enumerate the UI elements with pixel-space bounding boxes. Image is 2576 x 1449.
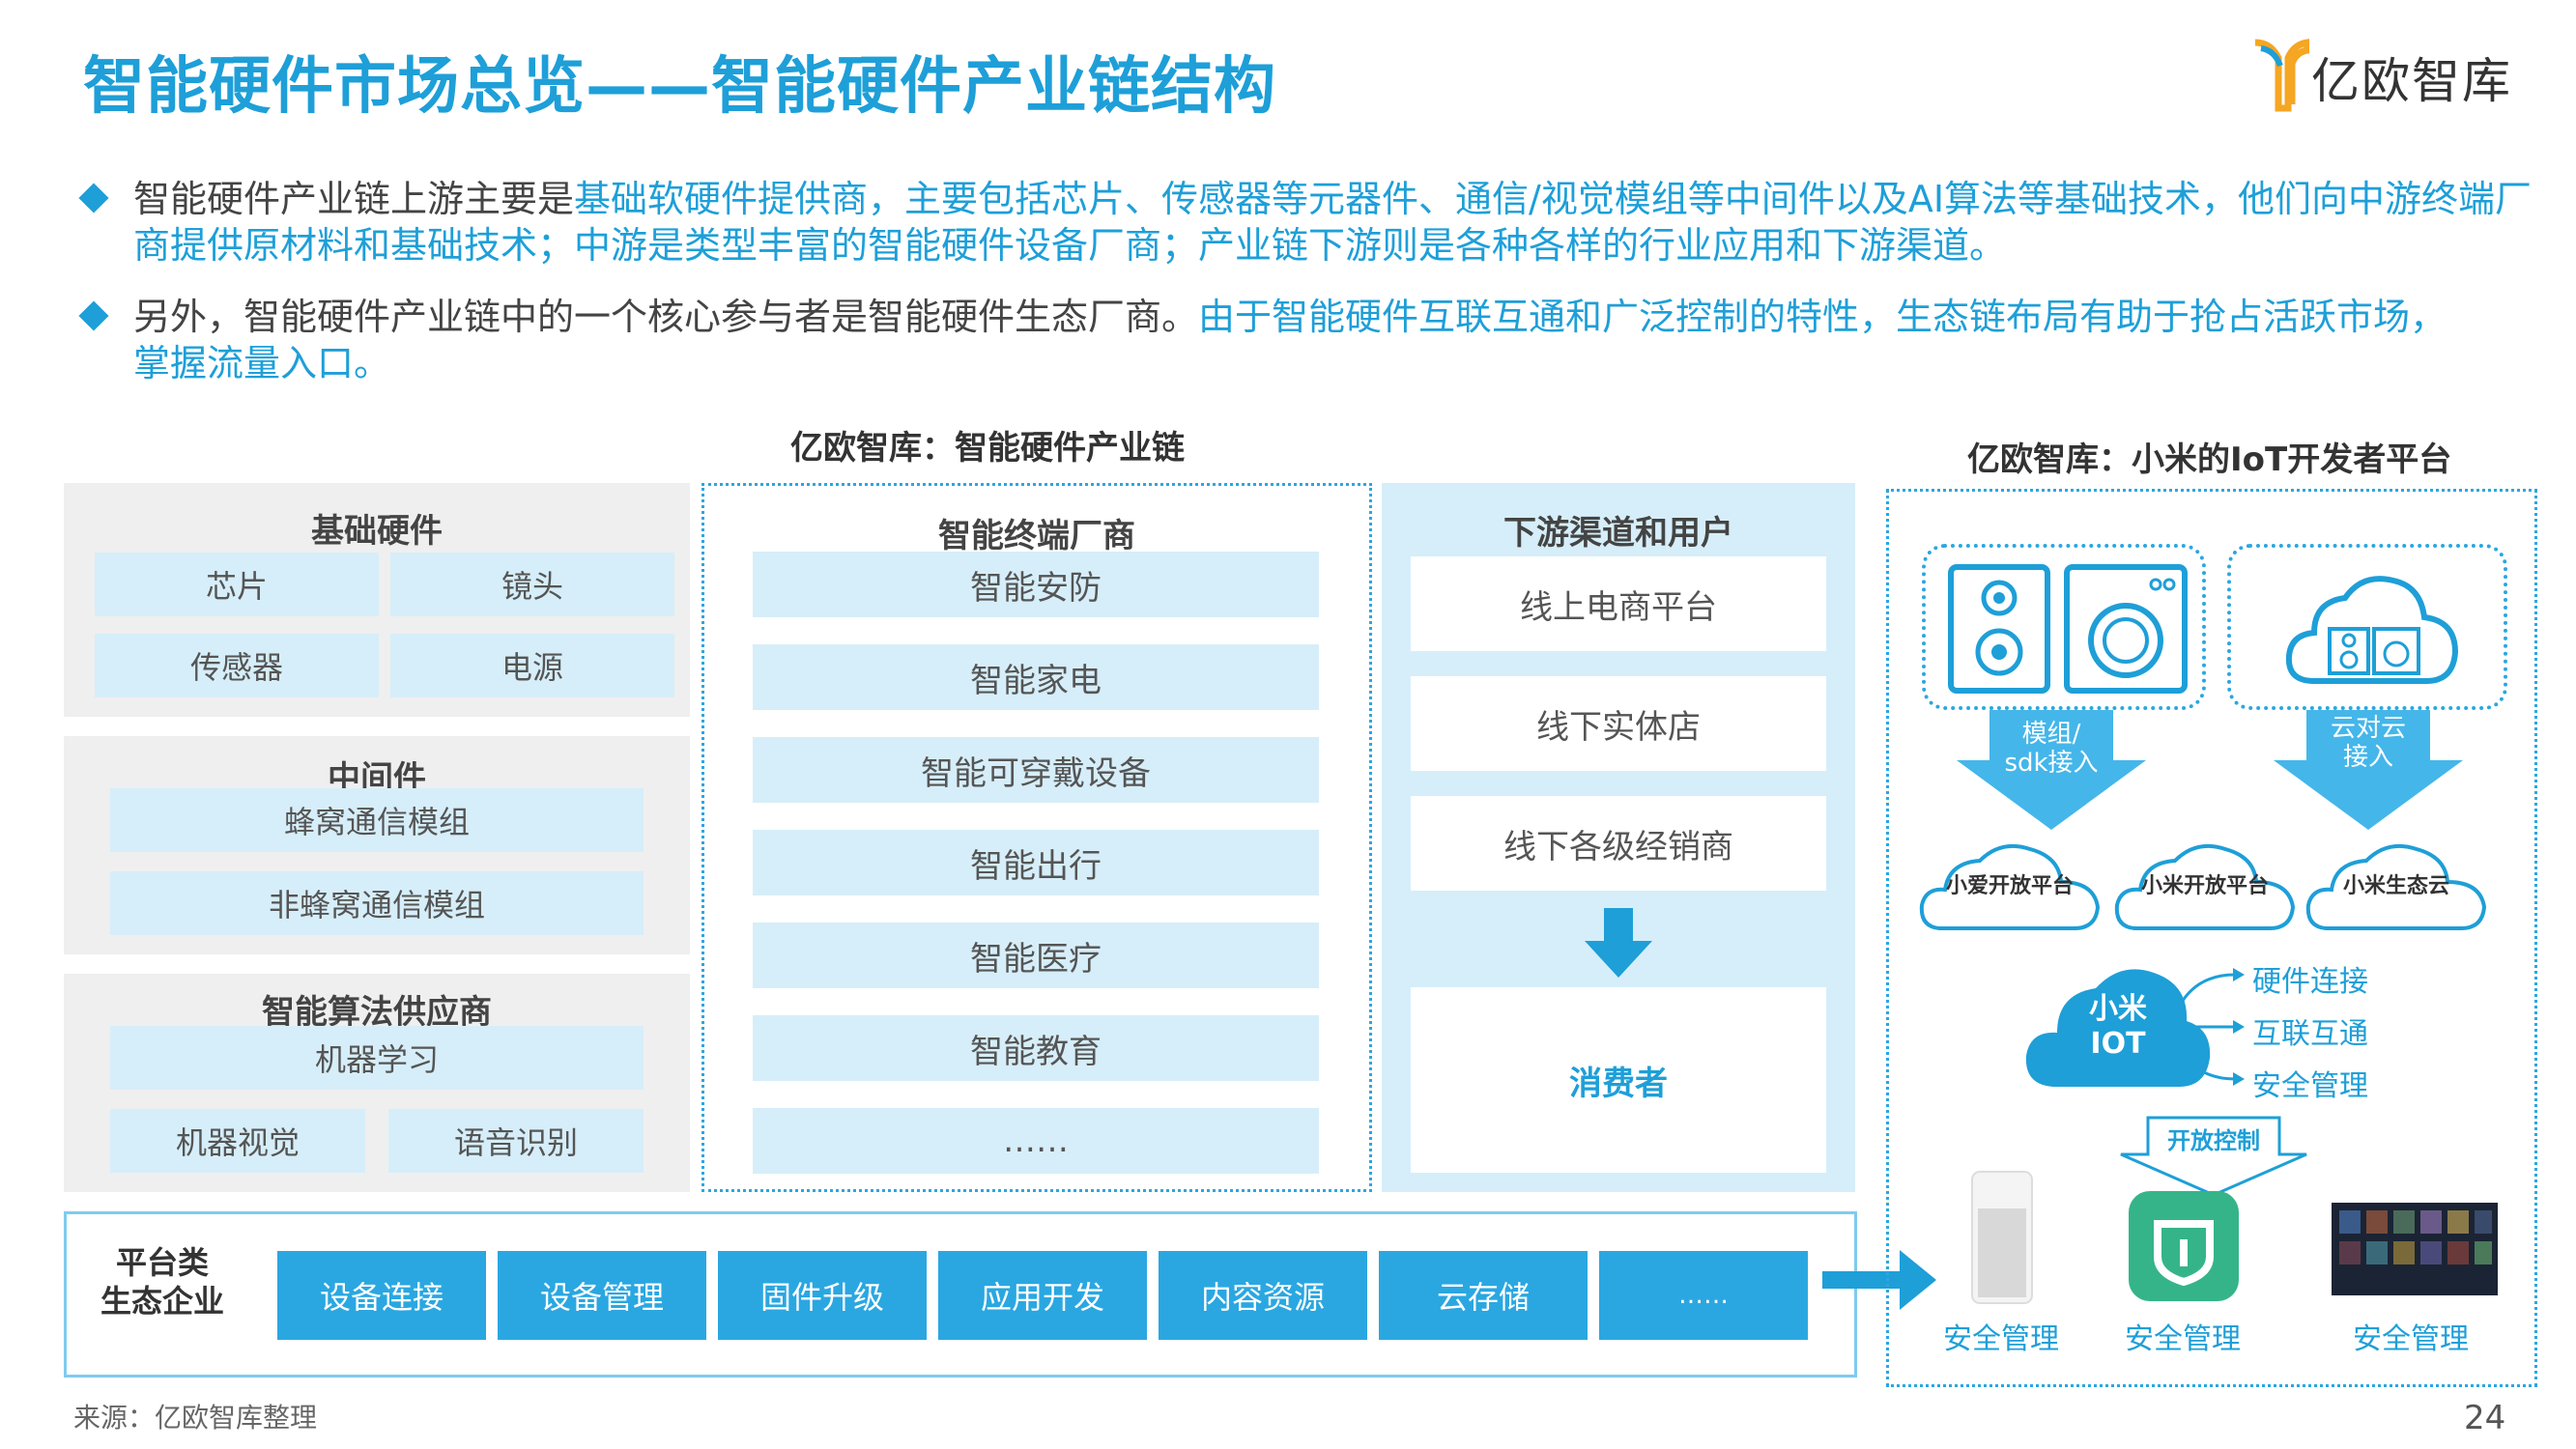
- midstream-panel: 智能终端厂商 智能安防 智能家电 智能可穿戴设备 智能出行 智能医疗 智能教育 …: [701, 483, 1372, 1192]
- module-access-label-2: sdk接入: [2004, 749, 2098, 778]
- item-speech-recognition: 语音识别: [388, 1109, 644, 1173]
- cloud-group-box: [2227, 544, 2507, 710]
- platform-panel: 平台类 生态企业 设备连接 设备管理 固件升级 应用开发 内容资源 云存储 ……: [64, 1211, 1857, 1378]
- capability-interconnect: 互联互通: [2252, 1009, 2368, 1052]
- channel-online: 线上电商平台: [1411, 556, 1826, 651]
- platform-label-line2: 生态企业: [100, 1283, 224, 1320]
- platform-firmware-upgrade: 固件升级: [718, 1251, 927, 1340]
- platform-device-connection: 设备连接: [277, 1251, 486, 1340]
- module-access-label: 模组/ sdk接入: [1957, 720, 2146, 778]
- item-chip: 芯片: [95, 553, 379, 616]
- mi-eco-cloud: 小米生态云: [2304, 868, 2488, 899]
- channel-distributor: 线下各级经销商: [1411, 796, 1826, 891]
- smart-tv-icon: [2330, 1201, 2500, 1297]
- bullet-2-text-b: 由于智能硬件互联互通和广泛控制的特性，生态链布局有助于抢占活跃市场，: [1198, 296, 2447, 338]
- cloud-access-label: 云对云 接入: [2274, 714, 2463, 772]
- platform-device-management: 设备管理: [498, 1251, 706, 1340]
- item-power: 电源: [390, 634, 674, 697]
- logo: 亿欧智库: [2251, 37, 2541, 116]
- device-speaker-caption: 安全管理: [1924, 1315, 2078, 1357]
- page-title: 智能硬件市场总览——智能硬件产业链结构: [83, 37, 1276, 126]
- open-control-label: 开放控制: [2117, 1122, 2310, 1155]
- mid-item-medical: 智能医疗: [753, 923, 1319, 988]
- device-tv-caption: 安全管理: [2333, 1315, 2488, 1357]
- consumer-box: 消费者: [1411, 987, 1826, 1173]
- algorithm-panel: 智能算法供应商 机器学习 机器视觉 语音识别: [64, 974, 690, 1192]
- middleware-panel: 中间件 蜂窝通信模组 非蜂窝通信模组: [64, 736, 690, 954]
- platform-more: ……: [1599, 1251, 1808, 1340]
- mid-item-education: 智能教育: [753, 1015, 1319, 1081]
- bullet-1: 智能硬件产业链上游主要是基础软硬件提供商，主要包括芯片、传感器等元器件、通信/视…: [83, 176, 2537, 269]
- mid-item-security: 智能安防: [753, 552, 1319, 617]
- channel-offline-store: 线下实体店: [1411, 676, 1826, 771]
- platform-cloud-storage: 云存储: [1379, 1251, 1588, 1340]
- bullet-2-text-a: 另外，智能硬件产业链中的一个核心参与者是智能硬件生态厂商。: [133, 296, 1198, 338]
- module-access-label-1: 模组/: [2022, 720, 2081, 749]
- xiaomi-iot-line2: IOT: [2090, 1027, 2145, 1061]
- speaker-washer-icon: [1947, 563, 2189, 695]
- xiaomi-title: 亿欧智库：小米的IoT开发者平台: [1967, 433, 2451, 480]
- cloud-access-label-1: 云对云: [2331, 714, 2406, 743]
- source-note: 来源：亿欧智库整理: [73, 1397, 317, 1435]
- mid-item-wearable: 智能可穿戴设备: [753, 737, 1319, 803]
- platform-label: 平台类 生态企业: [90, 1243, 235, 1321]
- logo-text: 亿欧智库: [2311, 43, 2512, 112]
- bullet-2-text-c: 掌握流量入口。: [133, 342, 390, 384]
- midstream-title: 智能终端厂商: [704, 509, 1369, 556]
- item-sensor: 传感器: [95, 634, 379, 697]
- bullet-1-text-a: 智能硬件产业链上游主要是: [133, 178, 574, 220]
- capability-hw-connect: 硬件连接: [2252, 957, 2368, 1000]
- xiaoai-platform: 小爱开放平台: [1918, 868, 2102, 899]
- chain-title: 亿欧智库：智能硬件产业链: [790, 421, 1185, 469]
- item-noncellular-module: 非蜂窝通信模组: [110, 871, 644, 935]
- cloud-devices-icon: [2285, 567, 2459, 693]
- yiou-logo-icon: [2251, 37, 2309, 112]
- capability-security: 安全管理: [2252, 1062, 2368, 1104]
- platform-app-development: 应用开发: [938, 1251, 1147, 1340]
- platform-label-line1: 平台类: [116, 1244, 209, 1281]
- item-cellular-module: 蜂窝通信模组: [110, 788, 644, 852]
- basic-hardware-title: 基础硬件: [64, 504, 690, 552]
- mi-open-platform: 小米开放平台: [2113, 868, 2297, 899]
- down-arrow-icon: [1585, 908, 1652, 978]
- mijia-app-icon: [2127, 1189, 2241, 1303]
- xiaomi-panel: 模组/ sdk接入 云对云 接入 小爱开放平台 小米开放平台 小米生态云 小米 …: [1886, 489, 2537, 1387]
- bullet-2: 另外，智能硬件产业链中的一个核心参与者是智能硬件生态厂商。由于智能硬件互联互通和…: [83, 294, 2537, 386]
- page-number: 24: [2464, 1399, 2505, 1437]
- downstream-panel: 下游渠道和用户 线上电商平台 线下实体店 线下各级经销商 消费者: [1382, 483, 1855, 1192]
- cloud-access-label-2: 接入: [2343, 743, 2393, 772]
- device-group-box: [1922, 544, 2206, 710]
- mid-item-mobility: 智能出行: [753, 830, 1319, 895]
- mid-item-appliance: 智能家电: [753, 644, 1319, 710]
- device-mijia-caption: 安全管理: [2105, 1315, 2260, 1357]
- smart-speaker-icon: [1968, 1170, 2036, 1305]
- platform-content-resources: 内容资源: [1159, 1251, 1367, 1340]
- diamond-bullet-icon: [78, 300, 108, 330]
- item-machine-learning: 机器学习: [110, 1026, 644, 1090]
- downstream-title: 下游渠道和用户: [1382, 506, 1855, 554]
- item-machine-vision: 机器视觉: [110, 1109, 365, 1173]
- mid-item-more: ……: [753, 1108, 1319, 1174]
- xiaomi-iot-line1: 小米: [2089, 992, 2147, 1026]
- diamond-bullet-icon: [78, 183, 108, 213]
- basic-hardware-panel: 基础硬件 芯片 镜头 传感器 电源: [64, 483, 690, 717]
- item-lens: 镜头: [390, 553, 674, 616]
- capability-arrows-icon: [2179, 965, 2247, 1100]
